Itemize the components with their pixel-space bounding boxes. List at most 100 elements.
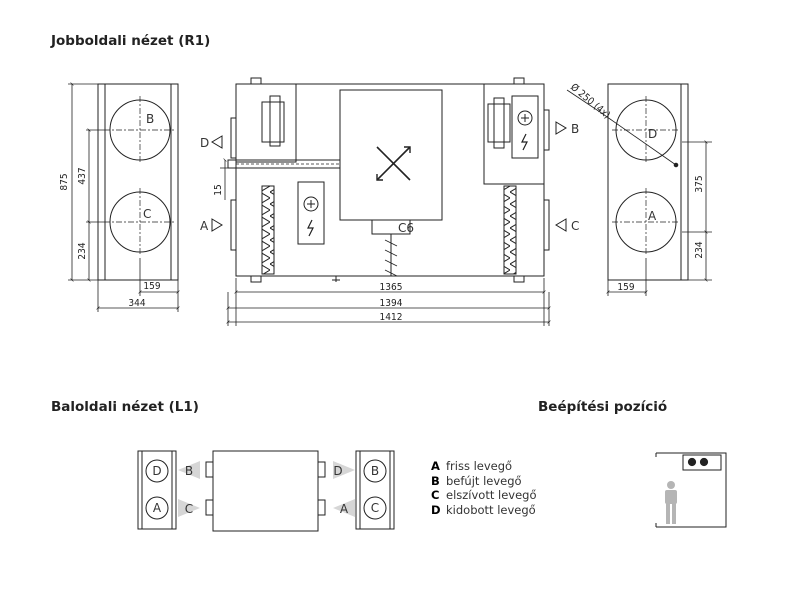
fan-motor-right [487,103,511,143]
l1-left-side-panel [137,450,177,530]
left-side-panel [97,83,179,281]
port-label-top-left: D [200,136,209,150]
port-stub [230,117,237,159]
fan-impeller-left [269,95,281,147]
zigzag-filter-right [503,185,517,275]
left-dimensions [68,82,180,312]
circle-label: A [648,209,657,223]
circle-label: B [146,112,154,126]
dim-duct-diameter: Ø 250 (4x) [568,81,613,121]
flow-arrow-right-bottom [333,499,355,517]
dim-height-lower-left: 234 [77,242,88,259]
plus-icon [521,114,529,122]
l1-arrow-label: C [185,502,193,516]
mounting-foot [250,275,262,283]
l1-circle-left-bottom [145,496,169,520]
person-leg [666,503,670,524]
l1-port-stub [317,499,326,516]
fan-impeller-right [493,97,505,149]
leader-dot [673,162,679,168]
l1-port-stub [317,461,326,478]
heat-exchanger [339,89,443,221]
diameter-leader [599,111,677,166]
l1-arrow-label: D [333,464,342,478]
l1-flow-arrows [178,461,355,517]
unit-housing [235,83,545,277]
electric-box-left [297,181,325,245]
l1-arrow-label: B [185,464,193,478]
left-view-title: Baloldali nézet (L1) [51,399,199,415]
condensate-icon [332,276,340,282]
plus-icon [307,200,315,208]
circle-label: D [648,127,657,141]
l1-arrow-label: A [340,502,349,516]
front-port-arrows [211,121,567,232]
dim-height-lower-right: 234 [694,241,705,258]
l1-view [137,450,395,532]
dim-side-width: 344 [128,298,145,309]
legend-text: friss levegő [446,459,513,473]
l1-circle-right-bottom [363,496,387,520]
dim-height-between-right: 375 [694,175,705,192]
dim-height-upper: 437 [77,167,88,184]
heat-exchanger-symbol-heads [376,146,411,181]
port-stub [543,109,550,151]
circle-label: C [371,501,379,515]
l1-unit-housing [212,450,319,532]
fan-motor-left [261,101,285,143]
dim-width-1394: 1394 [380,298,403,309]
right-side-panel [607,83,689,281]
plus-circle-icon [303,196,319,212]
person-icon [665,481,677,524]
legend-text: kidobott levegő [446,502,536,517]
mounting-hook [513,77,525,85]
heat-exchanger-symbol [376,146,411,181]
legend-text: befújt levegő [446,473,522,488]
dim-width-1412: 1412 [380,312,403,323]
fan-module-left [235,83,297,163]
unit-port-icon [699,457,709,467]
dim-offset-15: 15 [213,184,224,195]
circle-label: C [143,207,151,221]
port-arrow-bottom-left [211,218,223,232]
right-side-view [566,83,689,281]
port-label-top-right: B [571,122,579,136]
electric-box-right [511,95,539,159]
lightning-icon [307,219,314,237]
port-arrow-bottom-right [555,218,567,232]
circle-label: A [153,501,162,515]
diameter-leader [566,89,601,113]
person-head [667,481,675,489]
l1-port-stub [205,461,214,478]
filter-hatch [384,239,398,277]
port-arrow-top-left [211,135,223,149]
l1-port-stub [205,499,214,516]
mounting-hook [250,77,262,85]
legend-text: elszívott levegő [446,488,537,503]
flow-arrow-left-bottom [178,499,200,517]
legend-key: D [431,502,441,517]
l1-right-side-panel [355,450,395,530]
plus-circle-icon [517,110,533,126]
lightning-icon [521,133,528,151]
unit-port-icon [687,457,697,467]
dim-side-offset-right: 159 [617,282,634,293]
circle-label: D [152,464,161,478]
installed-unit [682,454,722,471]
bypass-bar [227,159,341,169]
flow-arrow-left-top [178,461,200,479]
port-stub [543,199,550,251]
port-label-bottom-right: C [571,219,579,233]
right-view-title: Jobboldali nézet (R1) [51,33,211,49]
circle-label: B [371,464,379,478]
right-dimensions [606,140,712,296]
mounting-foot [513,275,525,283]
left-side-view [97,83,179,281]
